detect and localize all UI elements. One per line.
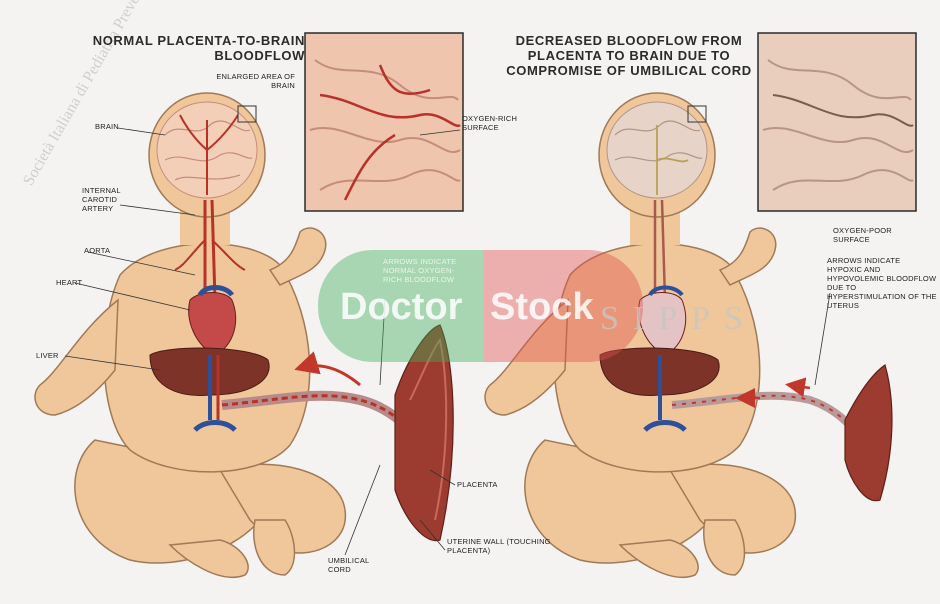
label-placenta: PLACENTA <box>457 480 498 489</box>
label-internal-carotid: INTERNAL CAROTID ARTERY <box>82 186 142 213</box>
label-umbilical-cord: UMBILICAL CORD <box>328 556 388 574</box>
label-liver: LIVER <box>36 351 59 360</box>
right-title: DECREASED BLOODFLOW FROM PLACENTA TO BRA… <box>500 33 758 78</box>
label-uterine-wall: UTERINE WALL (TOUCHING PLACENTA) <box>447 537 582 555</box>
watermark-text-right: Stock <box>490 286 593 329</box>
label-oxygen-rich-surface: OXYGEN-RICH SURFACE <box>462 114 542 132</box>
label-arrows-hypoxic: ARROWS INDICATE HYPOXIC AND HYPOVOLEMIC … <box>827 256 937 310</box>
left-inset <box>305 33 463 211</box>
left-title: NORMAL PLACENTA-TO-BRAIN BLOODFLOW <box>50 33 305 63</box>
label-arrows-normal: ARROWS INDICATE NORMAL OXYGEN-RICH BLOOD… <box>383 257 463 284</box>
watermark-seal-abbrev: SIPPS <box>600 300 757 338</box>
label-enlarged-area: ENLARGED AREA OF BRAIN <box>210 72 295 90</box>
watermark-text-left: Doctor <box>340 286 462 329</box>
label-heart: HEART <box>56 278 82 287</box>
right-inset <box>758 33 916 211</box>
label-oxygen-poor-surface: OXYGEN-POOR SURFACE <box>833 226 903 244</box>
label-aorta: AORTA <box>84 246 110 255</box>
label-brain: BRAIN <box>95 122 119 131</box>
